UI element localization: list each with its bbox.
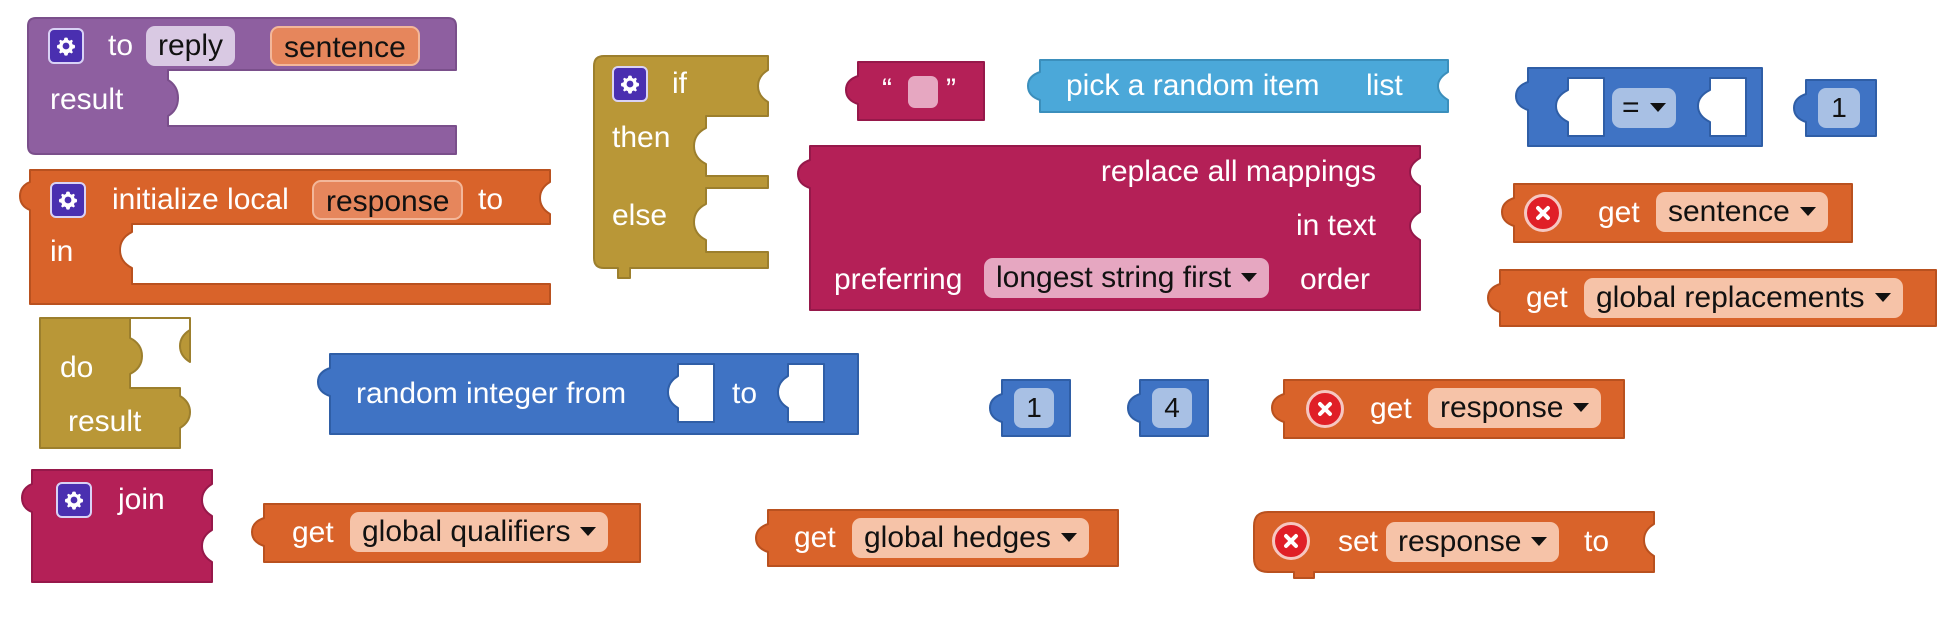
- random-integer-block[interactable]: random integer from to: [317, 353, 859, 435]
- if-then-else-block[interactable]: if then else: [593, 55, 769, 279]
- variable-dropdown[interactable]: global replacements: [1584, 278, 1903, 318]
- order-dropdown[interactable]: longest string first: [984, 258, 1270, 298]
- if-label: if: [672, 67, 687, 100]
- parameter-sentence[interactable]: sentence: [270, 26, 420, 66]
- variable-dropdown[interactable]: response: [1428, 388, 1602, 428]
- procedure-name-field[interactable]: reply: [146, 26, 236, 66]
- variable-dropdown[interactable]: global qualifiers: [350, 512, 609, 552]
- close-icon[interactable]: [1306, 390, 1344, 428]
- preferring-label: preferring: [834, 263, 963, 296]
- get-global-replacements-block[interactable]: get global replacements: [1487, 269, 1937, 327]
- gear-icon[interactable]: [56, 482, 92, 518]
- get-label: get: [794, 521, 836, 554]
- replace-all-mappings-block[interactable]: replace all mappings in text preferring …: [797, 145, 1421, 311]
- number-field[interactable]: 4: [1152, 388, 1192, 428]
- gear-icon[interactable]: [50, 182, 86, 218]
- close-icon[interactable]: [1524, 194, 1562, 232]
- get-global-qualifiers-block[interactable]: get global qualifiers: [251, 503, 641, 563]
- set-response-block[interactable]: set response to: [1253, 511, 1655, 579]
- number-block[interactable]: 4: [1127, 379, 1209, 437]
- open-quote: “: [882, 73, 892, 106]
- variable-dropdown[interactable]: global hedges: [852, 518, 1089, 558]
- variable-dropdown[interactable]: sentence: [1656, 192, 1828, 232]
- operator-dropdown[interactable]: =: [1612, 88, 1676, 128]
- get-global-hedges-block[interactable]: get global hedges: [755, 509, 1119, 567]
- to-keyword: to: [108, 29, 134, 62]
- pick-random-item-label: pick a random item: [1066, 69, 1320, 102]
- local-variable-name-field[interactable]: response: [312, 180, 464, 220]
- close-icon[interactable]: [1272, 522, 1310, 560]
- get-label: get: [1370, 392, 1412, 425]
- join-label: join: [118, 483, 165, 516]
- then-label: then: [612, 121, 671, 154]
- get-label: get: [1598, 196, 1640, 229]
- else-label: else: [612, 199, 668, 232]
- number-block[interactable]: 1: [989, 379, 1071, 437]
- close-quote: ”: [946, 73, 956, 106]
- in-text-label: in text: [1295, 209, 1376, 242]
- replace-all-mappings-label: replace all mappings: [1100, 155, 1376, 188]
- get-sentence-block[interactable]: get sentence: [1501, 183, 1853, 243]
- initialize-local-block[interactable]: initialize local response to in: [19, 169, 551, 305]
- variable-dropdown[interactable]: response: [1386, 522, 1560, 562]
- number-block[interactable]: 1: [1793, 79, 1877, 137]
- number-field[interactable]: 1: [1818, 88, 1860, 128]
- join-block[interactable]: join: [21, 469, 214, 583]
- text-literal-block[interactable]: “ ”: [845, 61, 985, 121]
- result-label: result: [68, 405, 142, 438]
- set-label: set: [1338, 525, 1379, 558]
- do-label: do: [60, 351, 94, 384]
- get-label: get: [1526, 281, 1568, 314]
- get-response-block[interactable]: get response: [1271, 379, 1625, 439]
- pick-random-item-block[interactable]: pick a random item list: [1027, 59, 1449, 113]
- to-label: to: [1584, 525, 1610, 558]
- list-label: list: [1366, 69, 1403, 102]
- order-label: order: [1300, 263, 1371, 296]
- procedure-result-block[interactable]: to reply sentence result: [27, 17, 457, 155]
- gear-icon[interactable]: [612, 66, 648, 102]
- text-input-field[interactable]: [908, 76, 938, 108]
- number-field[interactable]: 1: [1014, 388, 1054, 428]
- to-label: to: [732, 377, 758, 410]
- initialize-local-label: initialize local: [112, 183, 289, 216]
- random-integer-label: random integer from: [356, 377, 627, 410]
- do-result-block[interactable]: do result: [30, 317, 191, 449]
- in-label: in: [50, 235, 74, 268]
- result-label: result: [50, 83, 124, 116]
- gear-icon[interactable]: [48, 28, 84, 64]
- to-label: to: [478, 183, 504, 216]
- compare-block[interactable]: =: [1515, 67, 1763, 147]
- get-label: get: [292, 516, 334, 549]
